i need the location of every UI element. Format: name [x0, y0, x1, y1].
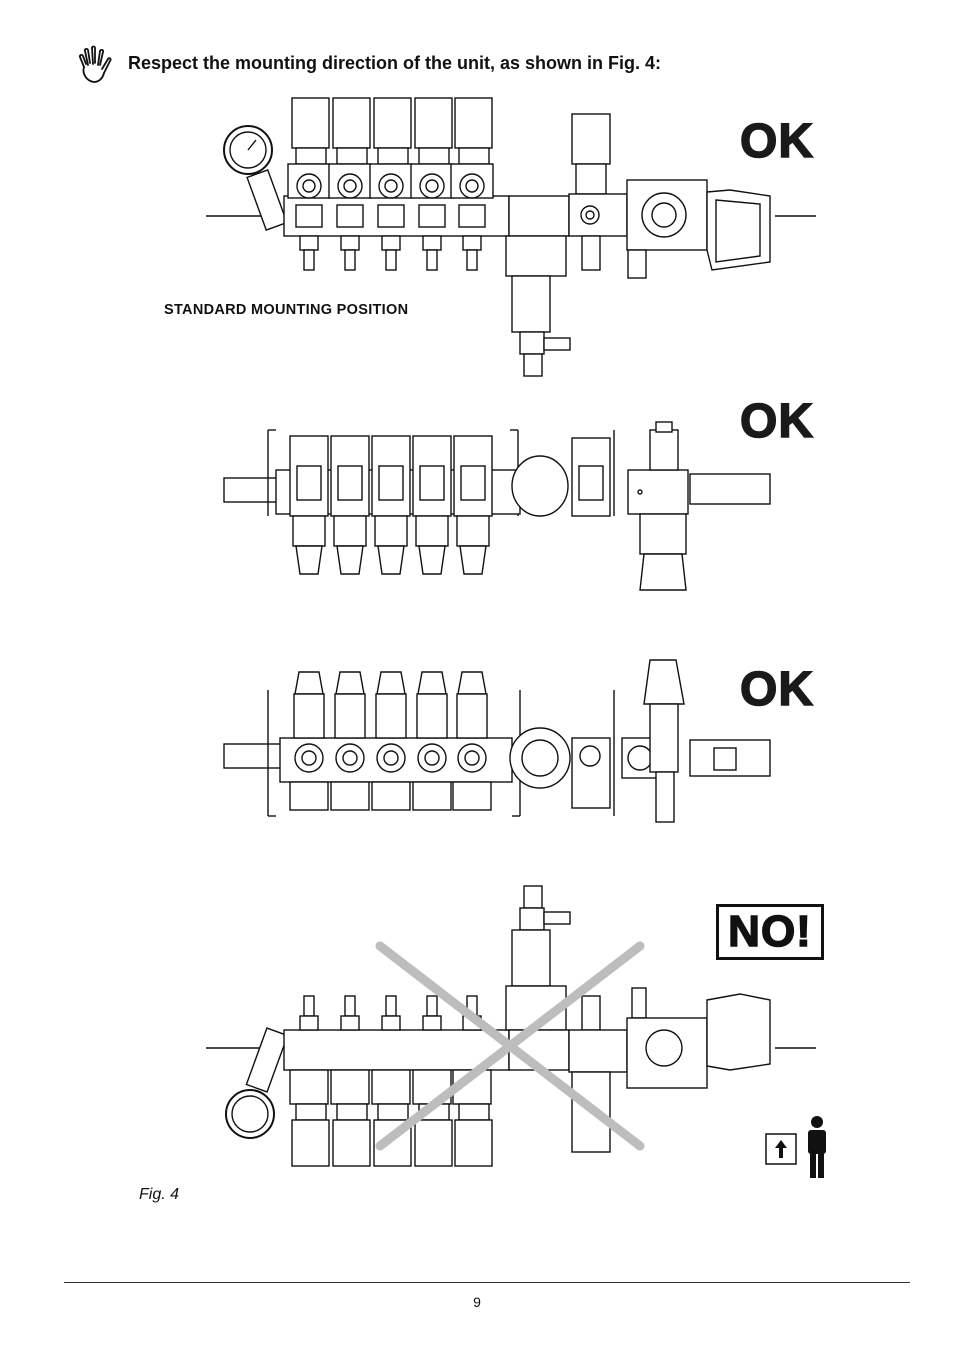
- up-arrow-box-icon: [765, 1133, 797, 1165]
- cross-mark: [375, 941, 645, 1151]
- figure-caption: Fig. 4: [139, 1186, 180, 1203]
- instruction-header: Respect the mounting direction of the un…: [72, 42, 661, 88]
- page-number: 9: [473, 1294, 481, 1310]
- verdict-no-box: NO!: [716, 904, 824, 960]
- verdict-ok-2: OK: [739, 394, 814, 449]
- verdict-ok-3: OK: [739, 662, 814, 717]
- person-icon: [808, 1116, 826, 1178]
- standard-position-label: STANDARD MOUNTING POSITION: [164, 302, 409, 318]
- verdict-ok-1: OK: [739, 114, 814, 169]
- instruction-text: Respect the mounting direction of the un…: [128, 52, 662, 73]
- verdict-no: NO!: [727, 906, 812, 957]
- hand-stop-icon: [78, 45, 112, 83]
- footer-rule: [64, 1282, 910, 1283]
